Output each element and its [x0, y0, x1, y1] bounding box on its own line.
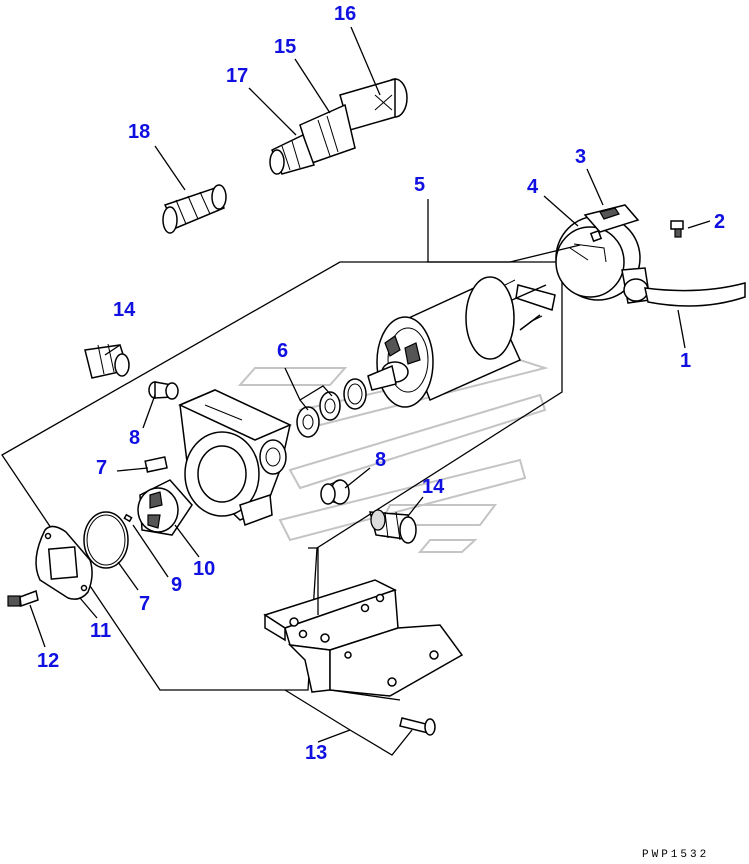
small-screw: [670, 220, 684, 238]
callout-8-left: 8: [129, 427, 140, 449]
callout-14-right: 14: [422, 476, 445, 498]
cable: [644, 282, 746, 307]
fitting-right: [320, 479, 350, 505]
motor-body: [367, 276, 556, 408]
callout-10: 10: [193, 558, 215, 580]
o-ring: [83, 511, 129, 569]
fitting-14-left: [84, 343, 130, 379]
callout-8-right: 8: [375, 449, 386, 471]
fitting-14-right: [369, 509, 417, 544]
callout-13: 13: [305, 742, 327, 764]
callout-16: 16: [334, 3, 356, 25]
hose-fitting: [162, 184, 227, 234]
connector-plug: [269, 78, 408, 175]
nut-and-washer: [296, 378, 367, 438]
mounting-bracket: [263, 579, 464, 697]
end-cover: [35, 525, 93, 600]
callout-2: 2: [714, 211, 725, 233]
vane-blade: [144, 456, 168, 473]
pump-housing: [178, 389, 292, 526]
callout-5: 5: [414, 174, 425, 196]
callout-11: 11: [90, 620, 111, 642]
callout-15: 15: [274, 36, 296, 58]
fitting-upper-left: [148, 381, 179, 400]
callout-14-left: 14: [113, 299, 136, 321]
pin: [123, 513, 133, 523]
o-ring-inner: [86, 514, 126, 566]
callout-12: 12: [37, 650, 59, 672]
callout-18: 18: [128, 121, 150, 143]
callout-4: 4: [527, 176, 539, 198]
end-cap-assembly: [555, 204, 651, 304]
callout-7-upper: 7: [96, 457, 107, 479]
leader-lines: [29, 26, 711, 756]
bracket-bolt: [399, 717, 436, 736]
callout-17: 17: [226, 65, 248, 87]
callout-7-lower: 7: [139, 593, 150, 615]
bolt-12: [7, 589, 39, 608]
callout-9: 9: [171, 574, 182, 596]
callout-1: 1: [680, 350, 691, 372]
callout-6: 6: [277, 340, 288, 362]
impeller-rotor: [137, 479, 193, 536]
callout-labels: 1 2 3 4 5 6 7 7 8 8 9 10 11 12 13 14 14 …: [37, 3, 725, 764]
callout-3: 3: [575, 146, 586, 168]
reference-code: PWP1532: [642, 849, 709, 861]
